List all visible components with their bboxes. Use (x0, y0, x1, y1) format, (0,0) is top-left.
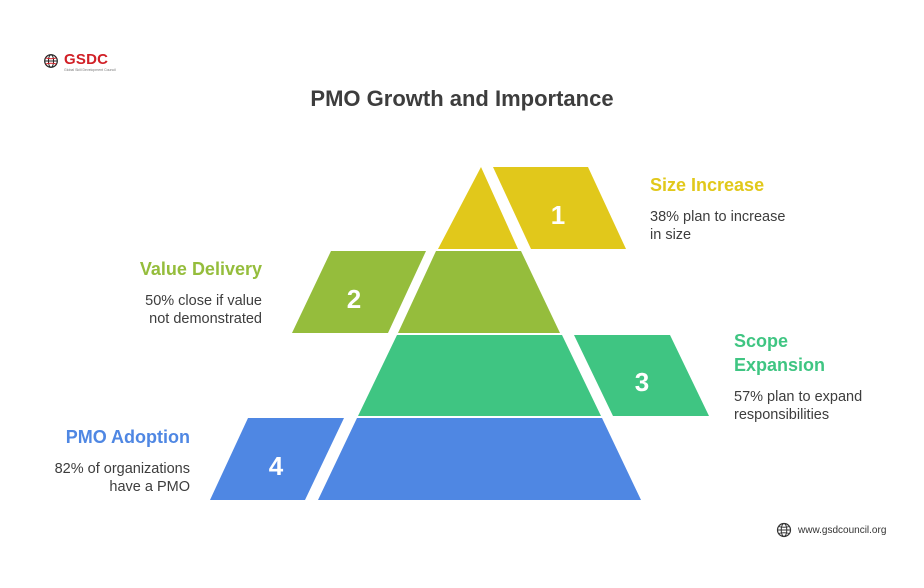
number-label-3: 3 (635, 367, 649, 397)
logo-tagline: Global Skill Development Council (64, 68, 116, 72)
level-4-description-line: 82% of organizations (54, 461, 190, 477)
level-4-description-line: have a PMO (109, 479, 190, 495)
logo-wordmark: GSDC (64, 51, 109, 68)
level-2-label: Value Delivery (139, 259, 262, 279)
level-2-description: 50% close if value not demonstrated (100, 292, 262, 328)
level-3-label: Scope Expansion (734, 329, 825, 377)
globe-icon (776, 522, 792, 538)
level-1-description-line: 38% plan to increase (650, 209, 786, 225)
pyramid-tier-4 (318, 418, 641, 500)
level-1-description-line: in size (650, 227, 692, 243)
level-1-description: 38% plan to increase in size (650, 208, 785, 244)
level-2-description-line: 50% close if value (145, 293, 262, 309)
level-4-description: 82% of organizations have a PMO (30, 460, 190, 496)
pyramid-tier-3 (358, 335, 601, 416)
number-badge-4 (210, 418, 344, 500)
level-4-label: PMO Adoption (65, 427, 190, 447)
number-badge-1 (493, 167, 626, 249)
page-title: PMO Growth and Importance (310, 86, 614, 111)
gsdc-logo: GSDC Global Skill Development Council (42, 50, 122, 76)
level-3-description: 57% plan to expand responsibilities (734, 388, 862, 424)
level-2-description-line: not demonstrated (149, 311, 262, 327)
number-label-2: 2 (347, 284, 361, 314)
level-3-label-line: Expansion (734, 355, 826, 375)
pyramid-tier-2 (398, 251, 560, 333)
level-3-description-line: 57% plan to expand (734, 389, 863, 405)
level-1-label: Size Increase (650, 175, 765, 195)
level-3-label-line: Scope (734, 331, 789, 351)
number-badge-3 (574, 335, 709, 416)
number-label-1: 1 (551, 200, 565, 230)
pyramid-tier-1 (438, 167, 518, 249)
footer: www.gsdcouncil.org (776, 520, 886, 540)
level-3-description-line: responsibilities (734, 407, 830, 423)
globe-icon (44, 54, 58, 68)
website-link[interactable]: www.gsdcouncil.org (798, 524, 887, 536)
number-badge-2 (292, 251, 426, 333)
number-label-4: 4 (269, 451, 284, 481)
